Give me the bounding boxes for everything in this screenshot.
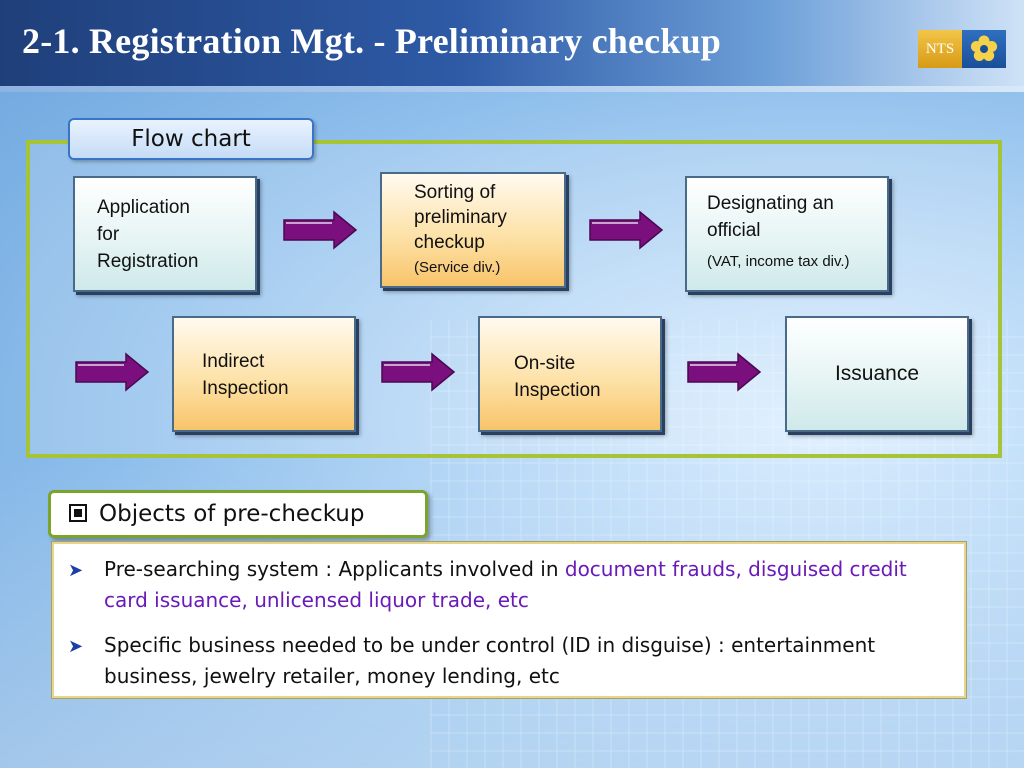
nts-logo: NTS — [918, 30, 1006, 68]
arrow-right-icon — [75, 352, 150, 392]
list-item-text: Specific business needed to be under con… — [104, 633, 876, 688]
arrowhead-bullet-icon: ➤ — [68, 636, 84, 657]
arrow-right-icon — [283, 210, 358, 250]
step-text-line: On-site — [514, 353, 576, 374]
list-item: ➤ Specific business needed to be under c… — [68, 630, 950, 692]
arrowhead-bullet-icon: ➤ — [68, 560, 84, 581]
page-title: 2-1. Registration Mgt. - Preliminary che… — [22, 21, 722, 61]
objects-header-label: Objects of pre-checkup — [99, 501, 365, 527]
list-item: ➤ Pre-searching system : Applicants invo… — [68, 554, 950, 616]
checkbox-square-icon — [69, 504, 87, 522]
arrow-right-icon — [381, 352, 456, 392]
logo-text: NTS — [918, 30, 962, 68]
objects-list: ➤ Pre-searching system : Applicants invo… — [51, 541, 967, 699]
list-item-highlight: document frauds, disguised credit card i… — [104, 557, 907, 612]
step-text-line: Indirect — [202, 351, 265, 372]
step-text-line: Sorting of — [414, 182, 496, 203]
step-text-line: Inspection — [514, 380, 601, 401]
step-note: (VAT, income tax div.) — [707, 253, 850, 270]
step-note: (Service div.) — [414, 259, 501, 276]
arrow-right-icon — [687, 352, 762, 392]
step-text-line: for — [97, 224, 120, 245]
step-issuance: Issuance — [785, 316, 969, 432]
step-text-line: Application — [97, 197, 190, 218]
title-bar: 2-1. Registration Mgt. - Preliminary che… — [0, 0, 1024, 92]
step-designating-an-official: Designating an official (VAT, income tax… — [685, 176, 889, 292]
list-item-text: Pre-searching system : Applicants involv… — [104, 557, 565, 581]
step-text-line: Registration — [97, 251, 199, 272]
objects-header: Objects of pre-checkup — [48, 490, 428, 538]
step-application-for-registration: Application for Registration — [73, 176, 257, 292]
step-on-site-inspection: On-site Inspection — [478, 316, 662, 432]
flower-emblem-icon — [962, 30, 1006, 68]
step-text-line: Designating an — [707, 193, 834, 214]
step-text-line: checkup — [414, 232, 485, 253]
step-text-line: preliminary — [414, 207, 507, 228]
arrow-right-icon — [589, 210, 664, 250]
step-text-line: Inspection — [202, 378, 289, 399]
flow-chart-label: Flow chart — [68, 118, 314, 160]
step-sorting-of-preliminary-checkup: Sorting of preliminary checkup (Service … — [380, 172, 566, 288]
step-text-line: Issuance — [834, 362, 920, 385]
step-text-line: official — [707, 220, 761, 241]
step-indirect-inspection: Indirect Inspection — [172, 316, 356, 432]
